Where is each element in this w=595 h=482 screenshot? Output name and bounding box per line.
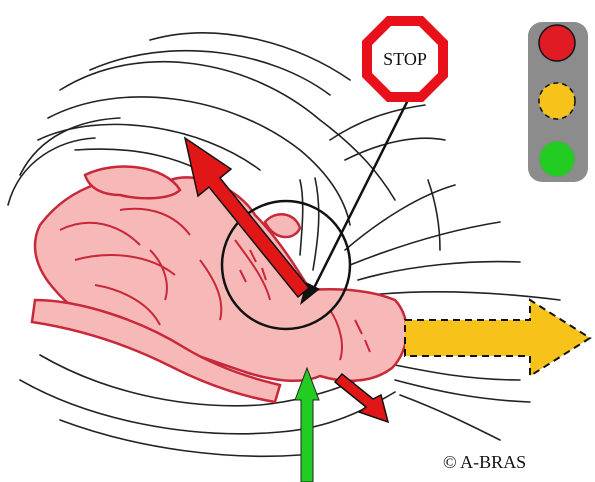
green-up-arrow	[295, 368, 319, 482]
traffic-light	[528, 22, 588, 182]
pelvic-organ	[35, 177, 407, 381]
green-lamp	[539, 141, 575, 177]
copyright-label: © A-BRAS	[443, 452, 526, 472]
stop-sign-label: STOP	[383, 49, 427, 69]
red-lamp	[539, 25, 575, 61]
yellow-lamp	[539, 83, 575, 119]
pointer-arrow	[300, 100, 408, 305]
stop-sign: STOP	[362, 16, 448, 102]
anatomy-structures	[32, 167, 407, 402]
yellow-dashed-arrow	[405, 300, 590, 376]
